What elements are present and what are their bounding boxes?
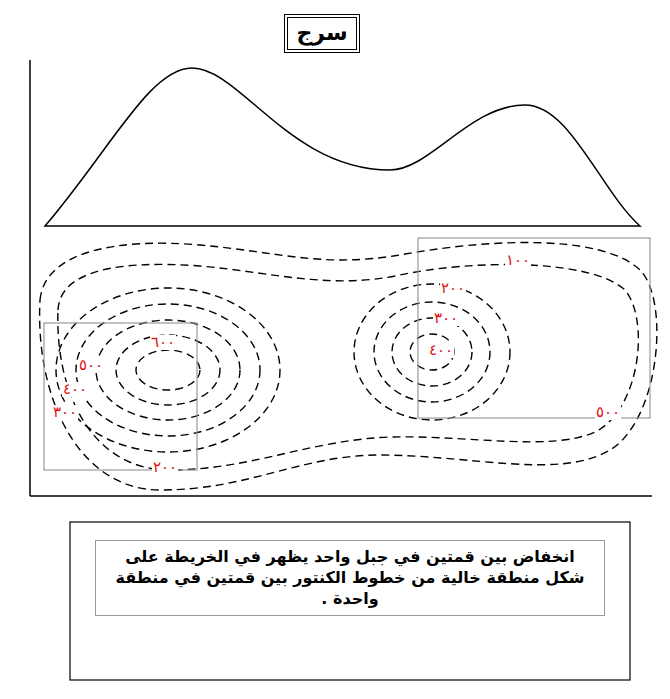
axis-line bbox=[30, 495, 652, 497]
contour-line bbox=[96, 320, 240, 420]
profile-curve bbox=[45, 68, 640, 226]
contour-value: ٤٠٠ bbox=[62, 382, 88, 397]
contour-line bbox=[40, 243, 657, 490]
contour-value: ٥٠٠ bbox=[595, 405, 621, 420]
title-text: سرج bbox=[295, 19, 349, 48]
contour-line bbox=[76, 304, 260, 436]
axis-line bbox=[29, 60, 31, 496]
contour-line bbox=[354, 284, 510, 420]
contour-value: ٢٠٠ bbox=[440, 281, 466, 296]
contour-value: ٤٠٠ bbox=[428, 343, 454, 358]
contour-value: ٣٠٠ bbox=[52, 405, 78, 420]
note-frame bbox=[70, 522, 630, 680]
note-text: انخفاض بين قمتين في جبل واحد يظهر في الخ… bbox=[108, 547, 592, 609]
highlight-frame bbox=[418, 238, 650, 418]
title-box: سرج bbox=[284, 14, 360, 53]
contour-value: ٢٠٠ bbox=[152, 460, 178, 475]
contour-line bbox=[410, 334, 454, 370]
contour-line bbox=[392, 318, 472, 386]
contour-value: ٥٠٠ bbox=[78, 358, 104, 373]
contour-line bbox=[56, 288, 280, 452]
contour-line bbox=[116, 335, 220, 405]
contour-value: ٦٠٠ bbox=[150, 335, 176, 350]
note-box: انخفاض بين قمتين في جبل واحد يظهر في الخ… bbox=[95, 540, 605, 616]
contour-line bbox=[374, 302, 490, 402]
contour-line bbox=[58, 264, 639, 470]
contour-line bbox=[136, 350, 200, 390]
highlight-frame bbox=[44, 323, 197, 470]
contour-value: ١٠٠ bbox=[505, 253, 531, 268]
contour-value: ٣٠٠ bbox=[433, 311, 459, 326]
